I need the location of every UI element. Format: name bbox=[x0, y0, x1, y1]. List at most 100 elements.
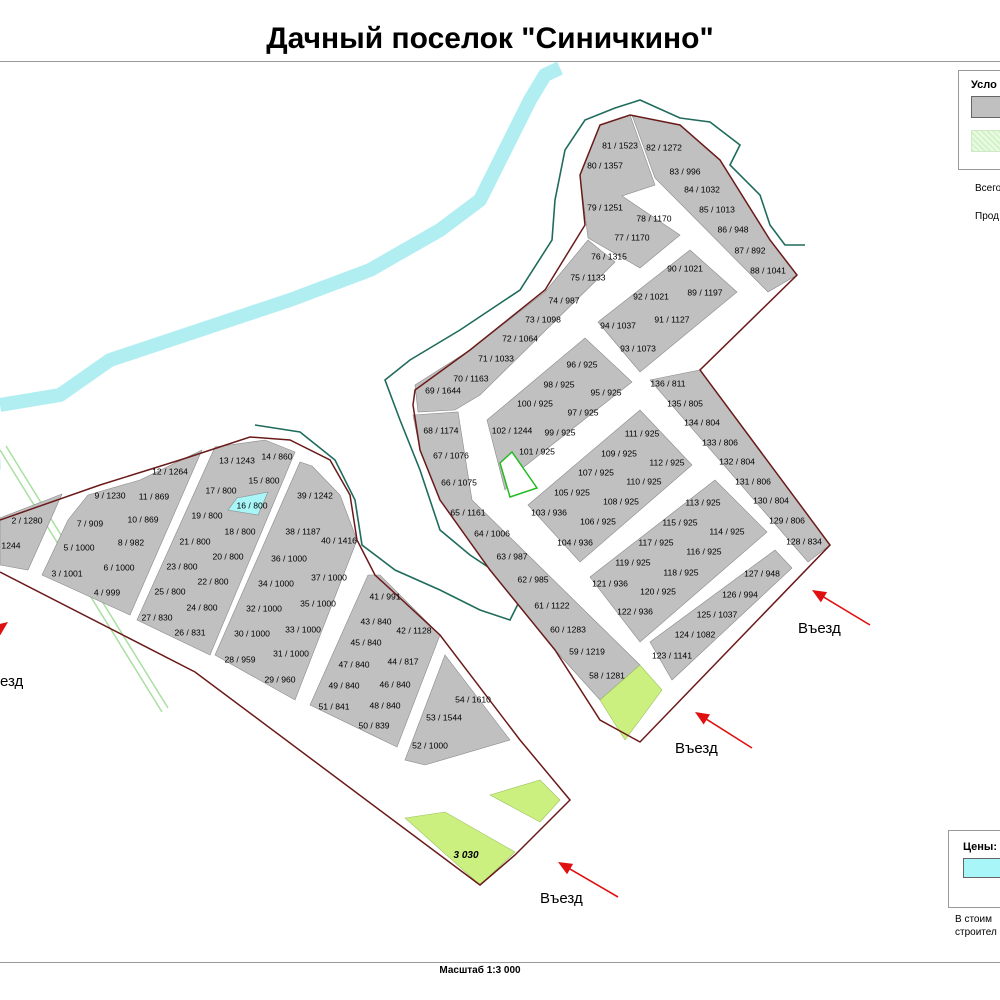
lot-block bbox=[41, 449, 203, 616]
lot-block bbox=[486, 337, 633, 491]
lot-label: 92 / 1021 bbox=[633, 291, 669, 301]
lot-label: 123 / 1141 bbox=[652, 650, 692, 660]
lot-label: 94 / 1037 bbox=[600, 320, 636, 330]
lot-label: 61 / 1122 bbox=[534, 600, 569, 610]
lot-label: 118 / 925 bbox=[663, 567, 698, 577]
lot-label: 39 / 1242 bbox=[297, 490, 333, 500]
lot-label: 34 / 1000 bbox=[258, 578, 294, 588]
green-area bbox=[489, 779, 561, 823]
lot-label: 85 / 1013 bbox=[699, 204, 735, 214]
lot-label: 129 / 806 bbox=[769, 515, 805, 525]
lot-label: 106 / 925 bbox=[580, 516, 616, 526]
entry-arrow-head-icon bbox=[695, 712, 711, 725]
lot-label: 116 / 925 bbox=[686, 546, 721, 556]
lot-label: 89 / 1197 bbox=[687, 287, 722, 297]
lot-label: 3 / 1001 bbox=[51, 568, 82, 578]
lot-label: 108 / 925 bbox=[603, 496, 639, 506]
legend-total: Всего bbox=[975, 183, 1000, 194]
left-boundary bbox=[0, 436, 572, 886]
lot-label: 87 / 892 bbox=[734, 245, 765, 255]
lot-label: 101 / 925 bbox=[519, 446, 555, 456]
legend-sold: Прод bbox=[975, 211, 999, 222]
lot-label: 4 / 999 bbox=[94, 587, 121, 597]
lot-block bbox=[309, 574, 441, 748]
lot-label: 135 / 805 bbox=[667, 398, 703, 408]
entry-arrow-head-icon bbox=[0, 622, 8, 636]
lot-label: 100 / 925 bbox=[517, 398, 553, 408]
lot-blocks bbox=[0, 114, 831, 886]
lot-block bbox=[136, 439, 296, 656]
lot-block bbox=[527, 409, 693, 563]
lot-label: 10 / 869 bbox=[127, 514, 158, 524]
lot-label: 102 / 1244 bbox=[492, 425, 533, 435]
lot-label: 59 / 1219 bbox=[569, 646, 605, 656]
lot-label: 93 / 1073 bbox=[620, 343, 656, 353]
river bbox=[0, 61, 805, 713]
entry-arrow-head-icon bbox=[558, 862, 574, 875]
shoreline bbox=[254, 99, 805, 621]
lot-label: 38 / 1187 bbox=[285, 526, 320, 536]
lot-label: 47 / 840 bbox=[338, 659, 369, 669]
lot-label: 134 / 804 bbox=[684, 417, 720, 427]
lot-label: 121 / 936 bbox=[592, 578, 628, 588]
lot-label: 62 / 985 bbox=[517, 574, 548, 584]
lot-label: 74 / 987 bbox=[548, 295, 579, 305]
lot-label: 41 / 991 bbox=[369, 591, 400, 601]
lot-label: 96 / 925 bbox=[566, 359, 597, 369]
lot-label: 131 / 806 bbox=[735, 476, 771, 486]
lot-label: 32 / 1000 bbox=[246, 603, 282, 613]
lot-label: 115 / 925 bbox=[662, 517, 697, 527]
prices-note: В стоим bbox=[955, 914, 992, 925]
lot-label: 8 / 982 bbox=[118, 537, 145, 547]
lot-label: 127 / 948 bbox=[744, 568, 780, 578]
lot-label: 112 / 925 bbox=[649, 457, 684, 467]
lot-label: 45 / 840 bbox=[350, 637, 381, 647]
lot-label: 33 / 1000 bbox=[285, 624, 321, 634]
lot-label: 88 / 1041 bbox=[750, 265, 786, 275]
green-area bbox=[404, 811, 516, 886]
lot-label: 17 / 800 bbox=[205, 485, 236, 495]
lot-label: 27 / 830 bbox=[141, 612, 172, 622]
lot-label: 64 / 1006 bbox=[474, 528, 510, 538]
lot-label: 86 / 948 bbox=[717, 224, 748, 234]
lot-label: 95 / 925 bbox=[590, 387, 621, 397]
lot-label: 113 / 925 bbox=[685, 497, 720, 507]
lot-label: 5 / 1000 bbox=[63, 542, 94, 552]
lot-label: 103 / 936 bbox=[531, 507, 567, 517]
lot-label: 52 / 1000 bbox=[412, 740, 448, 750]
lot-label: 65 / 1161 bbox=[450, 507, 485, 517]
lot-label: 98 / 925 bbox=[543, 379, 574, 389]
lot-label: 9 / 1230 bbox=[94, 490, 125, 500]
lot-label: 130 / 804 bbox=[753, 495, 789, 505]
lot-label: 122 / 936 bbox=[617, 606, 653, 616]
lot-block bbox=[597, 249, 738, 373]
green-area-label: 3 030 bbox=[453, 850, 478, 861]
prices-title: Цены: bbox=[963, 841, 997, 853]
lot-label: 14 / 860 bbox=[261, 451, 292, 461]
green-area bbox=[599, 664, 663, 741]
entry-arrow-shaft bbox=[566, 866, 619, 898]
lot-label: 73 / 1098 bbox=[525, 314, 561, 324]
lot-label: 79 / 1251 bbox=[587, 202, 623, 212]
lot-label: 15 / 800 bbox=[248, 475, 279, 485]
lot-label: 84 / 1032 bbox=[684, 184, 720, 194]
footer-divider bbox=[0, 962, 1000, 963]
lot-label: 110 / 925 bbox=[626, 476, 661, 486]
prices-legend-box: Цены: bbox=[948, 830, 1000, 908]
lot-label: 75 / 1133 bbox=[570, 272, 605, 282]
lot-label: 22 / 800 bbox=[197, 576, 228, 586]
river-channel bbox=[0, 61, 563, 412]
lot-label: 51 / 841 bbox=[318, 701, 349, 711]
map-scale: Масштаб 1:3 000 bbox=[439, 965, 521, 976]
lot-label: 7 / 909 bbox=[77, 518, 104, 528]
lot-label: 82 / 1272 bbox=[646, 142, 682, 152]
lot-label: 16 / 800 bbox=[236, 500, 267, 510]
legend-green-swatch bbox=[971, 130, 1000, 152]
lot-label: 117 / 925 bbox=[638, 537, 673, 547]
lot-label: 76 / 1315 bbox=[591, 251, 627, 261]
lot-label: 53 / 1544 bbox=[426, 712, 462, 722]
lot-label: 49 / 840 bbox=[328, 680, 359, 690]
lot-label: 126 / 994 bbox=[722, 589, 758, 599]
